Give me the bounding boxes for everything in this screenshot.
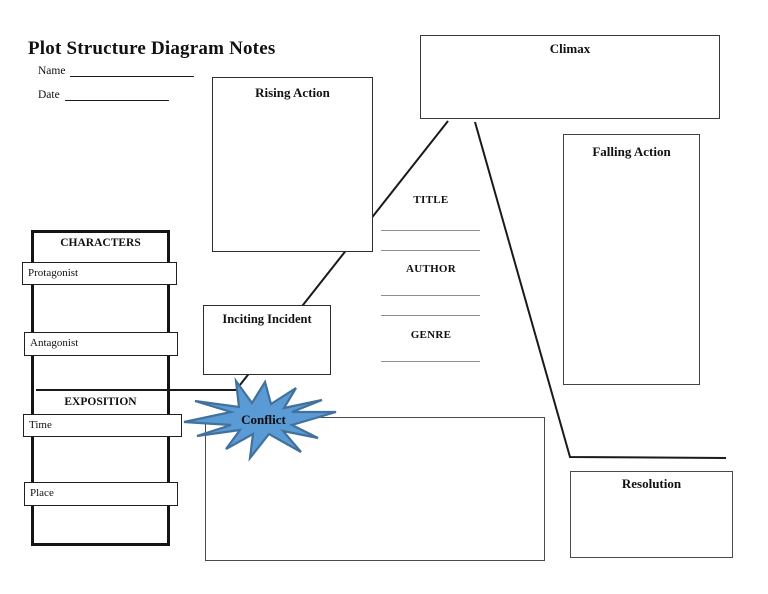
time-label: Time bbox=[29, 419, 52, 431]
name-label: Name bbox=[38, 65, 66, 77]
name-blank-line bbox=[70, 63, 195, 77]
falling-action-box: Falling Action bbox=[563, 134, 700, 385]
story-author-line-2 bbox=[381, 315, 480, 316]
rising-action-box: Rising Action bbox=[212, 77, 373, 252]
story-author-line-1 bbox=[381, 295, 480, 296]
page-title: Plot Structure Diagram Notes bbox=[28, 38, 276, 59]
story-title-line-2 bbox=[381, 250, 480, 251]
inciting-incident-label: Inciting Incident bbox=[222, 312, 312, 326]
story-author-label: AUTHOR bbox=[405, 263, 457, 275]
time-field: Time bbox=[23, 414, 182, 437]
story-title-line-1 bbox=[381, 230, 480, 231]
place-label: Place bbox=[30, 487, 54, 499]
date-blank-line bbox=[64, 87, 169, 101]
climax-label: Climax bbox=[549, 41, 591, 56]
place-field: Place bbox=[24, 482, 178, 506]
antagonist-field: Antagonist bbox=[24, 332, 178, 356]
characters-heading: CHARACTERS bbox=[60, 237, 141, 249]
story-genre-label: GENRE bbox=[410, 329, 452, 341]
date-label: Date bbox=[38, 89, 60, 101]
resolution-box: Resolution bbox=[570, 471, 733, 558]
climax-box: Climax bbox=[420, 35, 720, 119]
inciting-incident-box: Inciting Incident bbox=[203, 305, 331, 375]
antagonist-label: Antagonist bbox=[30, 337, 79, 349]
conflict-notes-box bbox=[205, 417, 545, 561]
story-genre-line-1 bbox=[381, 361, 480, 362]
exposition-heading: EXPOSITION bbox=[64, 396, 137, 408]
protagonist-label: Protagonist bbox=[28, 267, 79, 279]
date-row: Date bbox=[38, 87, 169, 101]
story-title-label: TITLE bbox=[413, 194, 449, 206]
name-row: Name bbox=[38, 63, 195, 77]
falling-action-label: Falling Action bbox=[592, 144, 671, 159]
conflict-label: Conflict bbox=[241, 412, 286, 427]
resolution-label: Resolution bbox=[621, 476, 682, 491]
protagonist-field: Protagonist bbox=[22, 262, 177, 285]
rising-action-label: Rising Action bbox=[255, 85, 330, 100]
